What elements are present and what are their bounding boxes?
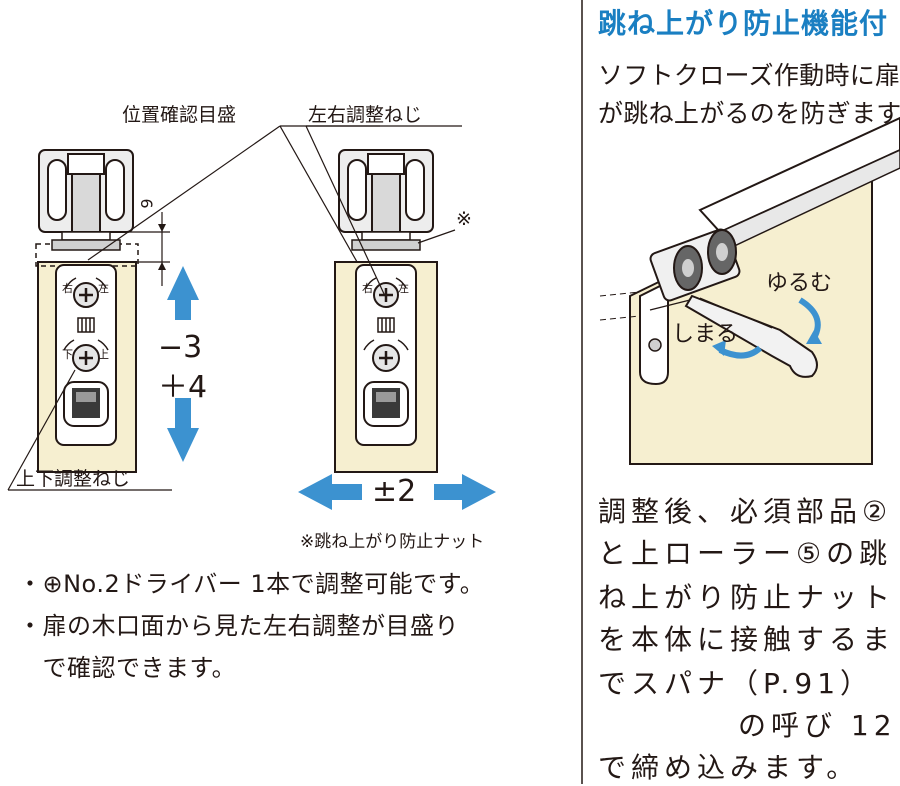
lr-screw-label: 左右調整ねじ [308,104,423,126]
wrench-icon [684,294,818,378]
scale-down-mark: 下 [62,348,73,361]
middle-assembly [298,125,496,510]
star-mark: ※ [456,208,472,230]
body-line-6: の呼び 12 [738,709,897,742]
minus3-label: −3 [158,330,203,365]
body-line-5: でスパナ（P.91） [598,667,874,700]
scale-right-mark-2: 右 [362,282,373,295]
left-assembly [7,125,380,491]
down-arrow-icon [167,398,199,462]
left-arrow-icon [298,474,362,510]
plus4-label: ＋4 [158,370,208,405]
up-arrow-icon [167,266,199,320]
dim-9-label: 9 [137,198,157,209]
body-line-3: ね上がり防止ナット [598,581,896,614]
scale-left-mark: 左 [98,282,109,295]
scale-left-mark-2: 左 [398,282,409,295]
bullet-1: ・⊕No.2ドライバー 1本で調整可能です。 [18,570,485,598]
body-line-1: 調整後、必須部品② [598,495,893,528]
body-line-7: で締め込みます。 [598,751,860,784]
middle-roller-unit [338,149,434,251]
position-scale-label: 位置確認目盛 [122,104,237,126]
feature-desc-2: が跳ね上がるのを防ぎます。 [598,99,900,128]
loosen-label: ゆるむ [766,271,833,296]
scale-right-mark: 右 [62,282,73,295]
nut-note: ※跳ね上がり防止ナット [300,532,485,552]
body-line-4: を本体に接触するま [598,623,896,656]
bullet-3: で確認できます。 [18,654,237,682]
right-arrow-icon [434,474,496,510]
body-line-2: と上ローラー⑤の跳 [598,537,893,570]
anti-jump-illustration [599,116,900,465]
scale-up-mark: 上 [98,348,109,361]
feature-heading: 跳ね上がり防止機能付 [598,7,889,40]
tighten-label: しまる [672,322,739,347]
feature-desc-1: ソフトクローズ作動時に扉 [598,61,900,90]
left-roller-unit [38,149,134,251]
bullet-2: ・扉の木口面から見た左右調整が目盛り [18,612,459,640]
updown-screw-label: 上下調整ねじ [16,468,131,490]
plusminus2-label: ±2 [372,474,417,509]
